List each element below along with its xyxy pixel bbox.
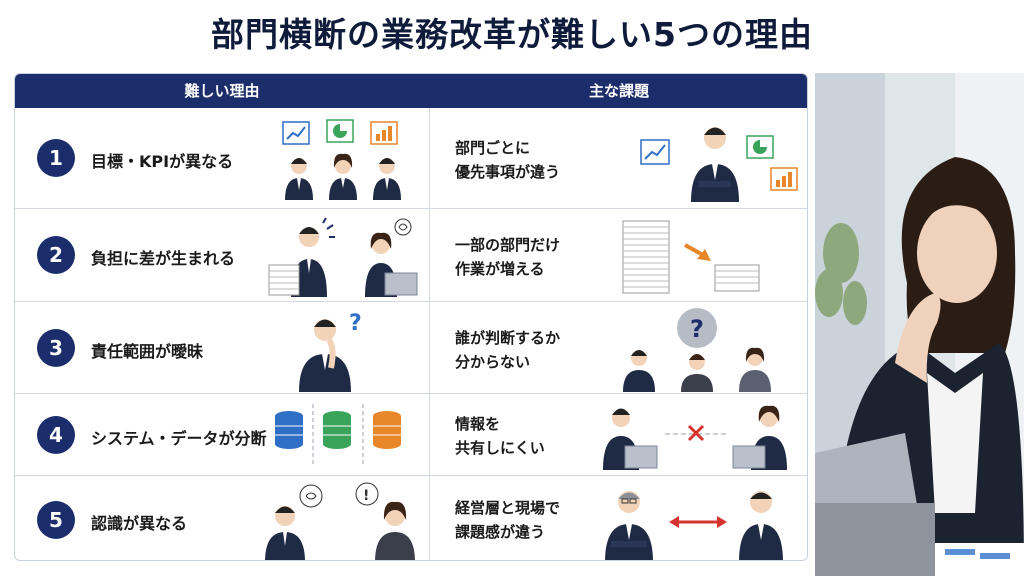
reasons-table: 難しい理由 主な課題 1 目標・KPIが異なる 部門ごとに 優先事項が違う — [14, 73, 808, 561]
issue-text: 経営層と現場で 課題感が違う — [455, 496, 560, 544]
issue-line-1: 部門ごとに — [455, 139, 531, 157]
issue-line-2: 優先事項が違う — [455, 163, 561, 181]
woman-laptop-icon — [732, 405, 787, 470]
issue-text: 部門ごとに 優先事項が違う — [455, 136, 560, 184]
reason-text: 認識が異なる — [91, 514, 188, 533]
row-number-badge: 5 — [37, 501, 75, 539]
hand — [895, 293, 941, 383]
database-orange-icon — [373, 411, 401, 449]
tall-paper-stack-icon — [622, 220, 670, 294]
question-bubble-icon: ? — [677, 308, 717, 348]
blouse — [927, 373, 983, 513]
pie-chart-icon — [746, 135, 774, 159]
table-row-1: 1 目標・KPIが異なる 部門ごとに 優先事項が違う — [15, 108, 807, 208]
question-mark-icon: ? — [349, 311, 362, 336]
table-row-4: 4 システム・データが分断 情報を 共有しにくい — [15, 393, 807, 475]
issue-text: 情報を 共有しにくい — [455, 412, 545, 460]
man-speech-icon — [265, 484, 323, 560]
paper-stack-illustration — [622, 220, 760, 294]
row-number-badge: 3 — [37, 329, 75, 367]
man-laptop-icon — [603, 408, 658, 470]
bar-chart-icon — [370, 121, 398, 145]
issue-line-1: 誰が判断するか — [455, 329, 561, 347]
workload-illustration — [268, 217, 418, 297]
double-arrow-icon — [669, 516, 727, 528]
pie-chart-icon — [326, 119, 354, 143]
reason-text: システム・データが分断 — [91, 429, 267, 448]
issue-text: 誰が判断するか 分からない — [455, 326, 560, 374]
table-row-5: 5 認識が異なる ! 経営層と現場で 課題感が違う — [15, 475, 807, 560]
line-chart-icon — [282, 121, 310, 145]
line-chart-icon — [640, 139, 670, 165]
issue-line-2: 分からない — [455, 353, 531, 371]
kpi-team-illustration — [282, 119, 401, 200]
bar-chart-icon — [770, 167, 798, 191]
thinking-businesswoman-photo — [815, 73, 1024, 576]
thinking-person-icon — [299, 319, 351, 392]
row-number-badge: 2 — [37, 236, 75, 274]
three-people-icon — [285, 153, 401, 200]
issue-line-1: 一部の部門だけ — [455, 236, 561, 254]
plant-leaves — [815, 223, 867, 325]
issue-line-2: 作業が増える — [455, 260, 545, 278]
x-mark-icon — [687, 424, 705, 442]
three-people-icon — [623, 347, 771, 392]
misunderstanding-illustration: ! — [265, 482, 415, 560]
employee-icon — [739, 491, 783, 560]
issue-line-1: 経営層と現場で — [455, 499, 561, 517]
table-header: 難しい理由 主な課題 — [15, 74, 807, 108]
row-number-badge: 1 — [37, 139, 75, 177]
issue-line-1: 情報を — [455, 415, 501, 433]
person-icon — [691, 127, 739, 202]
page-title: 部門横断の業務改革が難しい5つの理由 — [211, 15, 813, 54]
table-row-2: 2 負担に差が生まれる 一部の部門だけ 作業が増える — [15, 208, 807, 301]
svg-text:?: ? — [690, 315, 704, 343]
reason-text: 負担に差が生まれる — [91, 249, 236, 268]
issue-text: 一部の部門だけ 作業が増える — [455, 233, 560, 281]
woman-speech-icon: ! — [355, 482, 415, 560]
svg-text:!: ! — [363, 488, 369, 504]
issue-line-2: 共有しにくい — [455, 439, 545, 457]
table-row-3: 3 責任範囲が曖昧 ? 誰が判断するか 分からない ? — [15, 301, 807, 393]
reason-text: 目標・KPIが異なる — [91, 152, 234, 171]
person-carrying-papers-icon — [268, 217, 335, 297]
row-number-badge: 4 — [37, 416, 75, 454]
stressed-woman-laptop-icon — [365, 218, 418, 297]
reason-text: 責任範囲が曖昧 — [91, 342, 204, 361]
no-sharing-illustration — [603, 405, 787, 470]
column-header-issue: 主な課題 — [588, 82, 649, 100]
issue-line-2: 課題感が違う — [455, 523, 546, 541]
who-decides-illustration: ? — [623, 308, 771, 392]
database-illustration — [275, 404, 401, 466]
column-header-reason: 難しい理由 — [184, 82, 260, 100]
executive-icon — [605, 491, 653, 560]
thinking-person-illustration: ? — [299, 311, 362, 392]
database-green-icon — [323, 411, 351, 449]
executive-vs-employee-illustration — [605, 491, 783, 560]
short-paper-stack-icon — [714, 264, 760, 292]
priority-person-illustration — [640, 127, 798, 202]
database-blue-icon — [275, 411, 303, 449]
column-divider — [429, 108, 430, 560]
face — [917, 203, 997, 303]
arrow-icon — [684, 243, 711, 261]
documents — [935, 543, 1024, 576]
